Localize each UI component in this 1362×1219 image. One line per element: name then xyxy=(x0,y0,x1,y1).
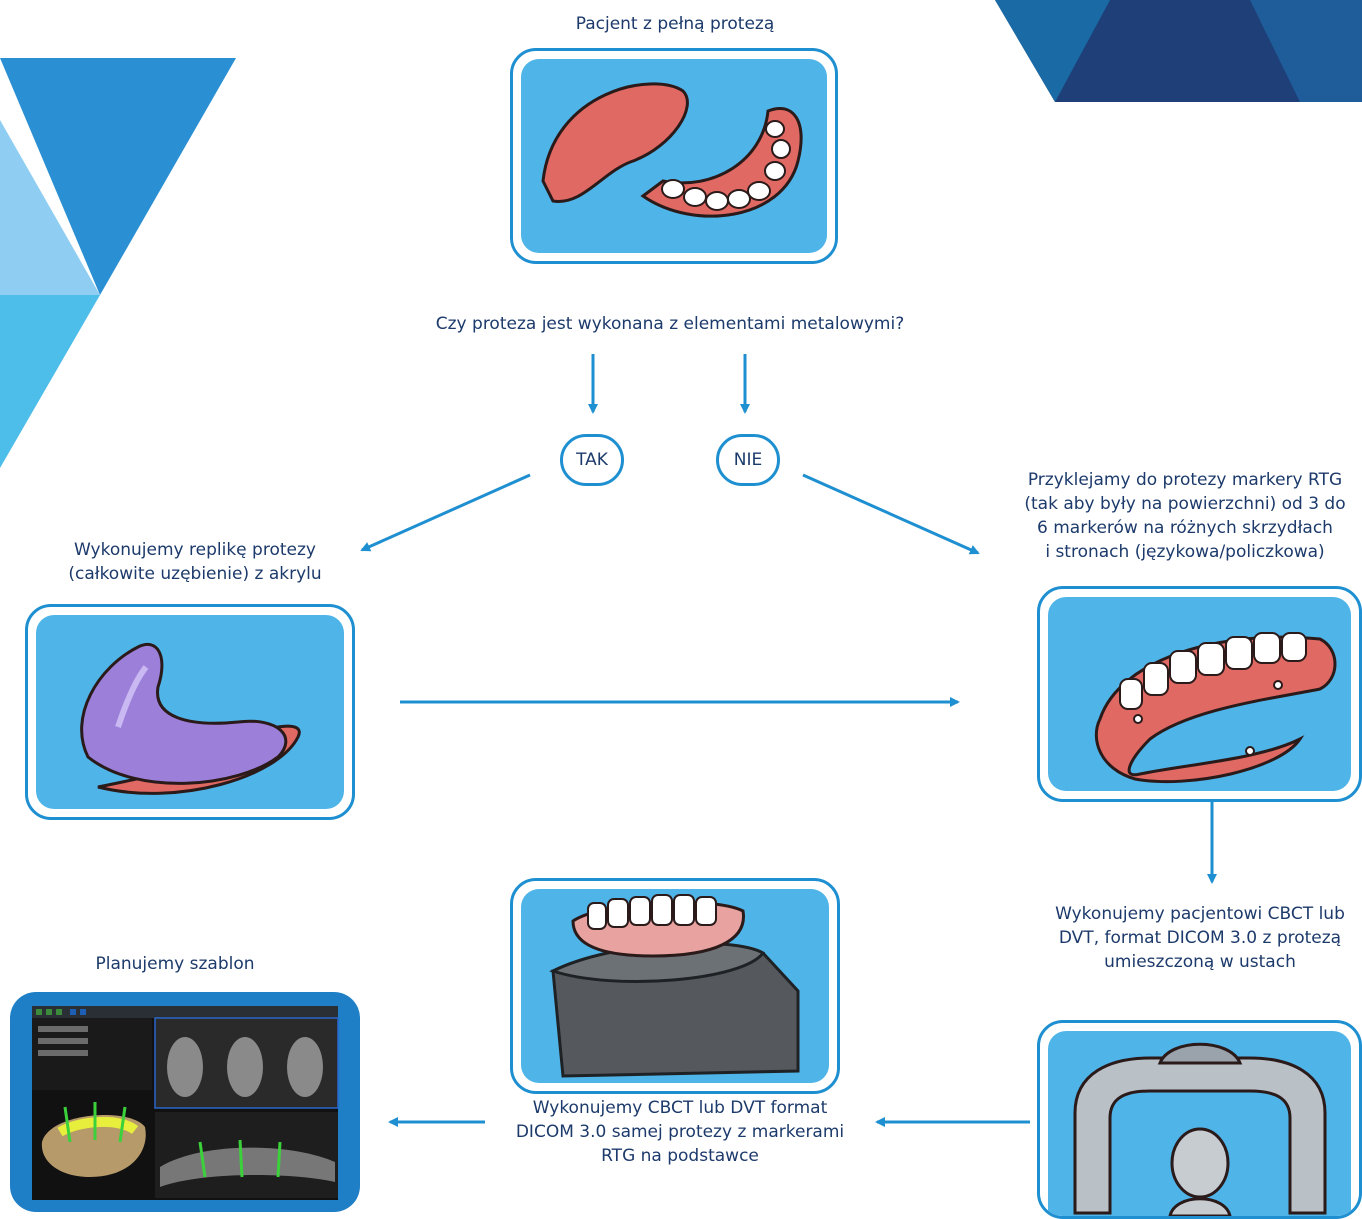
markers-line-4: i stronach (językowa/policzkowa) xyxy=(1045,542,1325,562)
markers-line-1: Przyklejamy do protezy markery RTG xyxy=(1027,470,1343,490)
denture-on-stand-icon xyxy=(521,889,829,1083)
scan-patient-line-2: DVT, format DICOM 3.0 z protezą xyxy=(1058,928,1342,948)
scan-denture-line-2: DICOM 3.0 samej protezy z markerami xyxy=(515,1122,845,1142)
markers-line-2: (tak aby były na powierzchni) od 3 do xyxy=(1024,494,1346,514)
question-label: Czy proteza jest wykonana z elementami m… xyxy=(435,314,905,334)
replica-line-1: Wykonujemy replikę protezy xyxy=(74,540,316,560)
full-denture-icon xyxy=(521,59,827,253)
scan-patient-line-1: Wykonujemy pacjentowi CBCT lub xyxy=(1055,904,1345,924)
denture-markers-icon xyxy=(1048,597,1351,791)
answer-yes: TAK xyxy=(560,434,624,486)
markers-line-3: 6 markerów na różnych skrzydłach xyxy=(1037,518,1333,538)
scan-patient-line-3: umieszczoną w ustach xyxy=(1104,952,1296,972)
scan-denture-line-3: RTG na podstawce xyxy=(601,1146,759,1166)
markers-card xyxy=(1037,586,1362,802)
start-label: Pacjent z pełną protezą xyxy=(575,14,775,34)
scan-denture-line-1: Wykonujemy CBCT lub DVT format xyxy=(532,1098,828,1118)
scan-patient-card xyxy=(1037,1020,1362,1219)
planning-software-icon xyxy=(32,1006,339,1200)
plan-card xyxy=(10,992,360,1212)
replica-card xyxy=(25,604,355,820)
arrow-no-to-markers xyxy=(802,473,980,555)
start-card xyxy=(510,48,838,264)
replica-label: Wykonujemy replikę protezy (całkowite uz… xyxy=(30,538,360,586)
arrow-yes-to-replica xyxy=(360,473,531,552)
answer-no: NIE xyxy=(716,434,780,486)
acrylic-replica-icon xyxy=(36,615,344,809)
replica-line-2: (całkowite uzębienie) z akrylu xyxy=(68,564,322,584)
plan-label: Planujemy szablon xyxy=(95,954,255,974)
scan-denture-label: Wykonujemy CBCT lub DVT format DICOM 3.0… xyxy=(480,1096,880,1168)
cbct-scanner-icon xyxy=(1048,1031,1351,1216)
scan-patient-label: Wykonujemy pacjentowi CBCT lub DVT, form… xyxy=(1040,902,1360,974)
markers-label: Przyklejamy do protezy markery RTG (tak … xyxy=(1005,468,1362,564)
scan-denture-card xyxy=(510,878,840,1094)
